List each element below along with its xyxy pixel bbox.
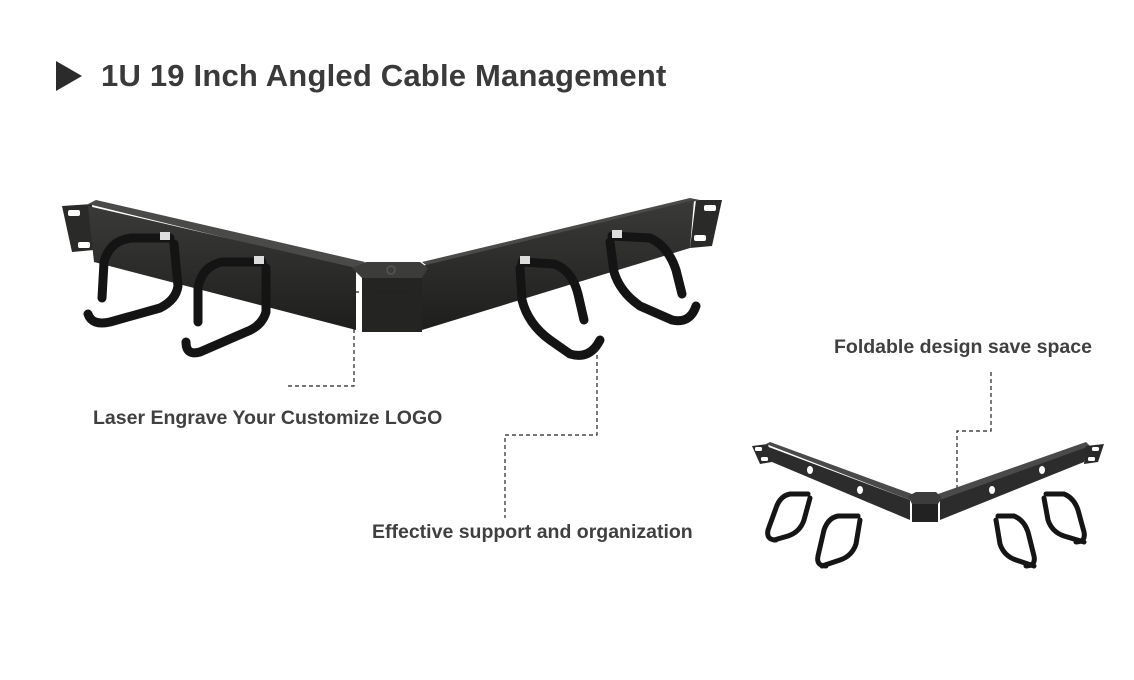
page-title: 1U 19 Inch Angled Cable Management: [101, 58, 667, 93]
play-triangle-icon: [56, 61, 82, 91]
callout-logo: Laser Engrave Your Customize LOGO: [93, 407, 443, 429]
page-heading: 1U 19 Inch Angled Cable Management: [56, 56, 667, 96]
callout-support: Effective support and organization: [372, 521, 693, 543]
callout-foldable: Foldable design save space: [834, 336, 1092, 358]
